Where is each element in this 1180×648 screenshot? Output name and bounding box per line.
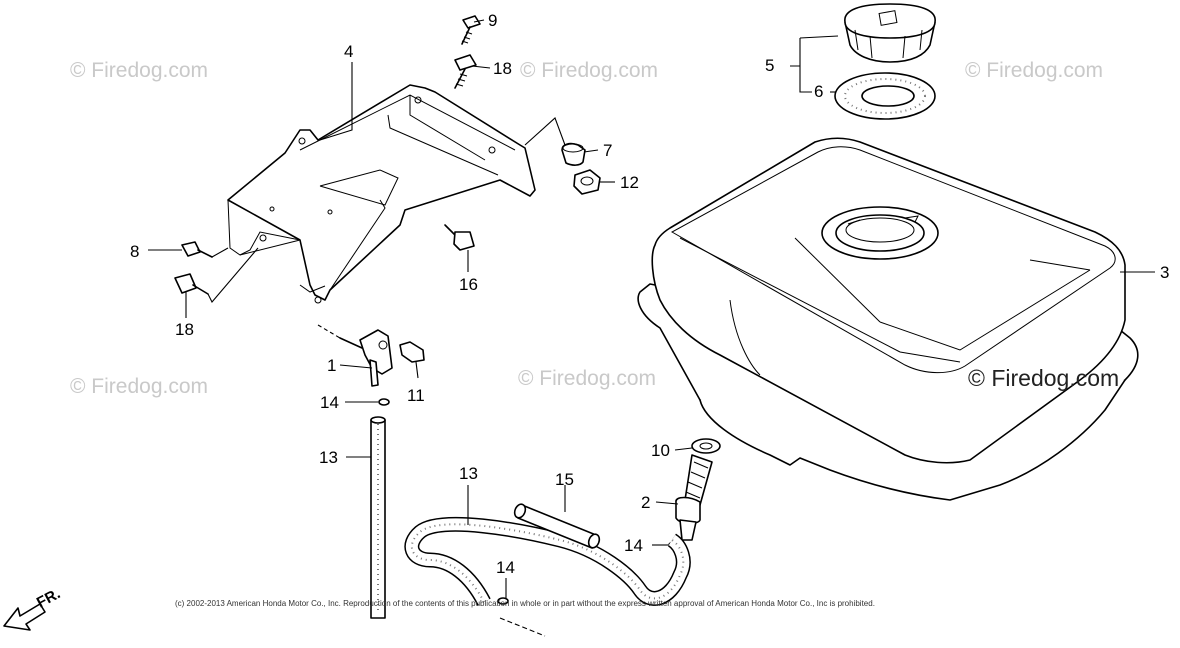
collar-7 xyxy=(561,142,586,166)
fuel-valve xyxy=(339,329,393,387)
fuel-cap-gasket xyxy=(834,72,936,120)
bolt-8 xyxy=(181,241,213,258)
watermark: © Firedog.com xyxy=(70,375,208,398)
hose-clip xyxy=(497,597,509,605)
tank-bracket xyxy=(227,84,536,304)
watermark: © Firedog.com xyxy=(968,365,1119,391)
callout-10: 10 xyxy=(651,441,670,460)
callout-5: 5 xyxy=(765,56,774,75)
callout-12: 12 xyxy=(620,173,639,192)
callout-9: 9 xyxy=(488,11,497,30)
watermark: © Firedog.com xyxy=(520,59,658,82)
callout-13: 13 xyxy=(319,448,338,467)
fuel-tube-straight xyxy=(370,416,386,619)
callout-11: 11 xyxy=(407,386,425,405)
callout-8: 8 xyxy=(130,242,139,261)
callout-17: 18 xyxy=(493,59,512,78)
copyright-notice: (c) 2002-2013 American Honda Motor Co., … xyxy=(175,599,875,608)
callout-1: 1 xyxy=(327,356,336,375)
watermark: © Firedog.com xyxy=(70,59,208,82)
callout-14: 14 xyxy=(320,393,339,412)
callout-3: 3 xyxy=(1160,263,1169,282)
callout-13: 13 xyxy=(459,464,478,483)
callout-18: 18 xyxy=(175,320,194,339)
callout-15: 15 xyxy=(555,470,574,489)
fuel-tube-curved xyxy=(404,516,691,606)
watermark: © Firedog.com xyxy=(518,367,656,390)
nut-11 xyxy=(399,341,425,363)
front-direction-arrow: FR. xyxy=(3,585,63,631)
callout-2: 2 xyxy=(641,493,650,512)
fuel-tank xyxy=(637,137,1139,501)
protector-tube xyxy=(513,503,601,549)
bolt-9 xyxy=(461,15,481,45)
callout-14: 14 xyxy=(496,558,515,577)
bolt-18 xyxy=(174,273,209,295)
callout-4: 4 xyxy=(344,42,353,61)
callout-6: 6 xyxy=(814,82,823,101)
hose-clip xyxy=(378,398,390,406)
callout-14: 14 xyxy=(624,536,643,555)
bolt-17 xyxy=(454,54,477,89)
callout-7: 7 xyxy=(603,141,612,160)
watermark: © Firedog.com xyxy=(965,59,1103,82)
nut-12 xyxy=(573,169,601,195)
fuel-strainer xyxy=(675,438,721,541)
callout-16: 16 xyxy=(459,275,478,294)
fuel-cap xyxy=(844,3,936,63)
bolt-16 xyxy=(444,224,475,251)
